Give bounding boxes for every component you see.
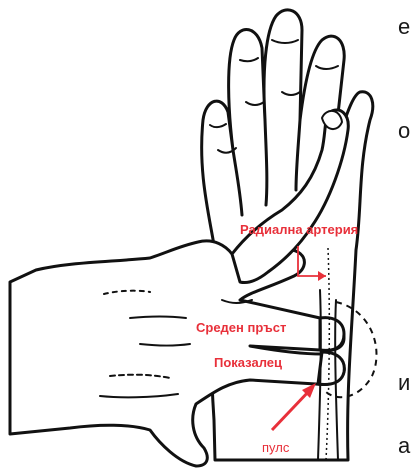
- radial-artery-label: Радиална артерия: [240, 222, 358, 237]
- cropped-text-fragment: и: [398, 372, 410, 394]
- cropped-text-fragment: а: [398, 435, 410, 457]
- cropped-text-fragment: е: [398, 16, 410, 38]
- index-fingertip: [318, 352, 344, 385]
- middle-fingertip: [320, 318, 344, 351]
- pulse-label: пулс: [262, 440, 290, 455]
- index-finger-label: Показалец: [214, 355, 282, 370]
- middle-finger-label: Среден пръст: [196, 320, 286, 335]
- cropped-text-fragment: о: [398, 120, 410, 142]
